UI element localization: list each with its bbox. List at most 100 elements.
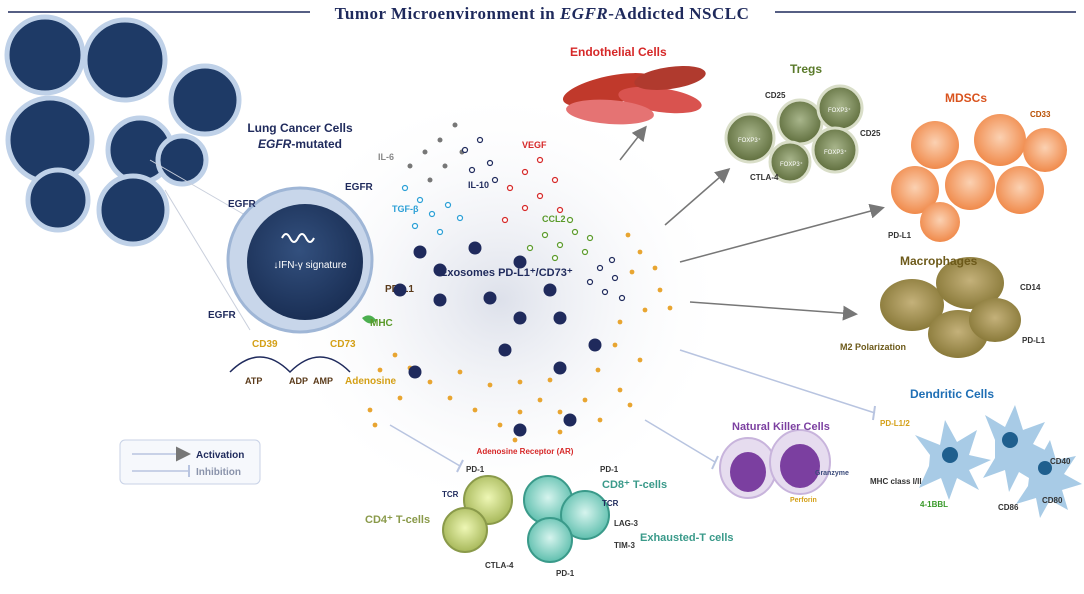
- lag3-label: LAG-3: [614, 519, 639, 528]
- endothelial-cell: [566, 99, 654, 125]
- foxp3-label: FOXP3⁺: [824, 149, 847, 156]
- tgfb-dot: [411, 222, 419, 230]
- tregs-label: Tregs: [790, 62, 822, 76]
- tgfb-dot: [401, 184, 409, 192]
- adenosine-dot: [512, 437, 518, 443]
- exosome: [553, 311, 567, 325]
- cd4-label: CD4⁺ T-cells: [365, 514, 430, 526]
- endothelial-label: Endothelial Cells: [570, 45, 667, 59]
- adenosine-label: Adenosine: [345, 376, 397, 387]
- dendritic-mhc-label: MHC class I/II: [870, 477, 922, 486]
- tcell-cluster: [442, 475, 610, 563]
- macrophage-cd14-label: CD14: [1020, 283, 1041, 292]
- foxp3-label: FOXP3⁺: [780, 161, 803, 168]
- exosome: [588, 338, 602, 352]
- il6-dot: [407, 163, 413, 169]
- exosome: [553, 361, 567, 375]
- ccl2-dot: [566, 216, 574, 224]
- exosome: [408, 365, 422, 379]
- mdsc-cd33-label: CD33: [1030, 110, 1051, 119]
- cd4-pd1-label: PD-1: [466, 465, 485, 474]
- legend-inhibition-label: Inhibition: [196, 467, 241, 478]
- mhc-label: MHC: [370, 318, 393, 329]
- adenosine-dot: [447, 395, 453, 401]
- adenosine-dot: [637, 357, 643, 363]
- mhc-icon: [362, 315, 376, 324]
- mdsc-cluster: [891, 114, 1067, 242]
- microenvironment-cloud: [270, 85, 730, 515]
- dendritic-label: Dendritic Cells: [910, 387, 994, 401]
- vegf-dot: [501, 216, 509, 224]
- foxp3-label: FOXP3⁺: [738, 137, 761, 144]
- adenosine-dot: [582, 397, 588, 403]
- legend-activation-label: Activation: [196, 450, 244, 461]
- vegf-dot: [521, 168, 529, 176]
- atp-conversion-arc: [229, 356, 351, 374]
- il10-dot: [486, 159, 494, 167]
- cancer-cell: [4, 14, 86, 96]
- treg-cd25-label: CD25: [765, 91, 786, 100]
- il10-dot: [586, 278, 594, 286]
- treg-cell: [768, 140, 812, 184]
- arrow-to-tregs: [664, 168, 731, 226]
- adenosine-dot: [627, 402, 633, 408]
- macrophages-label: Macrophages: [900, 254, 978, 268]
- nk-nucleus: [730, 452, 766, 492]
- tumor-cell-nucleus: [247, 204, 363, 320]
- egfr-label-top: EGFR: [345, 182, 374, 193]
- lung-cancer-cluster: [4, 14, 242, 247]
- exosome: [513, 255, 527, 269]
- cd39-label: CD39: [252, 339, 278, 350]
- adenosine-dot: [617, 319, 623, 325]
- il10-dot: [461, 146, 469, 154]
- adenosine-dot: [377, 367, 383, 373]
- adenosine-dot: [392, 352, 398, 358]
- adenosine-dot: [617, 387, 623, 393]
- exosome: [498, 343, 512, 357]
- il6-dot: [427, 177, 433, 183]
- dendritic-nucleus: [942, 447, 958, 463]
- mdsc-cell: [996, 166, 1044, 214]
- il6-dot: [452, 122, 458, 128]
- cancer-cell: [168, 63, 242, 137]
- tgfb-label: TGF-β: [392, 204, 419, 214]
- il10-label: IL-10: [468, 180, 489, 190]
- exosome: [513, 311, 527, 325]
- adenosine-dot: [517, 379, 523, 385]
- il6-dot: [422, 149, 428, 155]
- mdsc-cell: [911, 121, 959, 169]
- tgfb-dot: [436, 228, 444, 236]
- il10-dot: [601, 288, 609, 296]
- mdsc-cell: [1023, 128, 1067, 172]
- perforin-label: Perforin: [790, 497, 817, 504]
- dendritic-pdl12-label: PD-L1/2: [880, 419, 910, 428]
- exhausted-label: Exhausted-T cells: [640, 532, 734, 544]
- nk-cluster: [719, 429, 831, 499]
- exosome: [513, 423, 527, 437]
- il10-dot: [468, 166, 476, 174]
- il10-dot: [491, 176, 499, 184]
- ifn-label: ↓IFN-γ signature: [273, 260, 347, 271]
- vegf-dot: [556, 206, 564, 214]
- tim3-label: TIM-3: [614, 541, 635, 550]
- adenosine-dot: [472, 407, 478, 413]
- nk-nucleus: [780, 444, 820, 488]
- vegf-dot: [506, 184, 514, 192]
- zoom-line: [149, 159, 246, 216]
- diagram-title: Tumor Microenvironment in EGFR-Addicted …: [335, 4, 750, 23]
- vegf-label: VEGF: [522, 140, 547, 150]
- tgfb-dot: [456, 214, 464, 222]
- tumor-cell: ↓IFN-γ signature: [226, 186, 374, 334]
- ccl2-dot: [556, 241, 564, 249]
- molecule-dots: [367, 122, 673, 443]
- adenosine-dot: [372, 422, 378, 428]
- cd8-tcell: [560, 490, 610, 540]
- tgfb-dot: [416, 196, 424, 204]
- macrophage-cell: [936, 257, 1004, 309]
- adenosine-dot: [667, 305, 673, 311]
- adenosine-dot: [397, 395, 403, 401]
- arrow-to-endothelial: [619, 125, 647, 161]
- il10-dot: [618, 294, 626, 302]
- cd4-tcr-label: TCR: [442, 490, 459, 499]
- ccl2-dot: [571, 228, 579, 236]
